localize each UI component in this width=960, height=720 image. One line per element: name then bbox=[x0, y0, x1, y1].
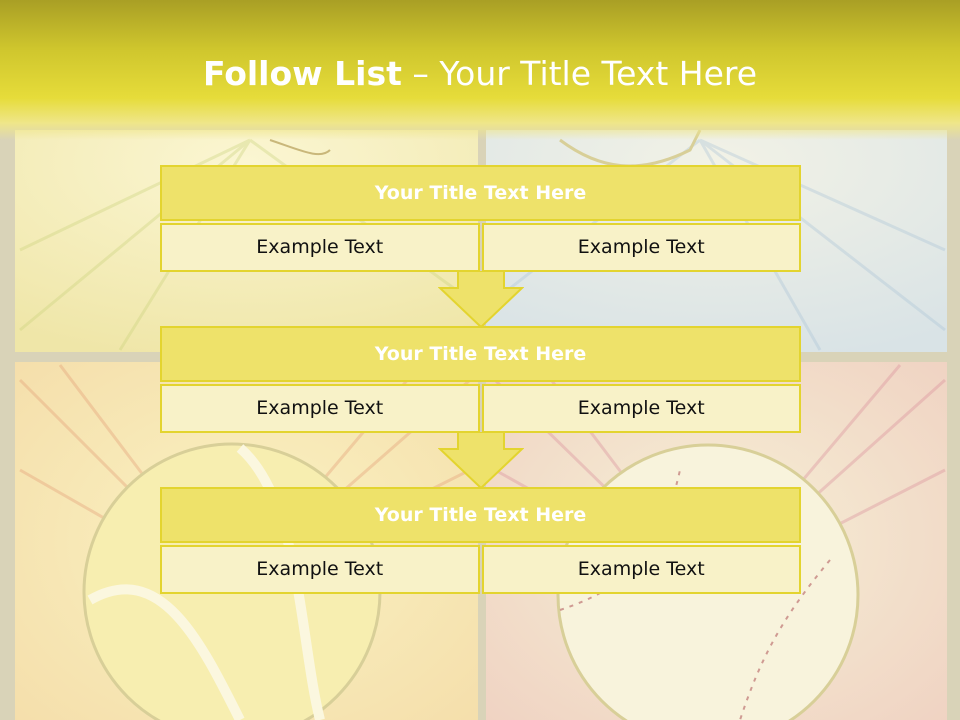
block-title: Your Title Text Here bbox=[160, 326, 801, 382]
block-row: Example Text Example Text bbox=[160, 223, 801, 272]
down-arrow-icon bbox=[438, 271, 524, 329]
block-cell-left: Example Text bbox=[160, 384, 480, 433]
block-cell-left: Example Text bbox=[160, 223, 480, 272]
block-row: Example Text Example Text bbox=[160, 545, 801, 594]
follow-block-2: Your Title Text Here Example Text Exampl… bbox=[160, 326, 801, 433]
block-cell-right: Example Text bbox=[481, 223, 801, 272]
follow-block-1: Your Title Text Here Example Text Exampl… bbox=[160, 165, 801, 272]
down-arrow-icon bbox=[438, 432, 524, 490]
block-cell-left: Example Text bbox=[160, 545, 480, 594]
title-bold: Follow List bbox=[202, 54, 402, 93]
block-title: Your Title Text Here bbox=[160, 165, 801, 221]
block-cell-right: Example Text bbox=[481, 545, 801, 594]
follow-block-3: Your Title Text Here Example Text Exampl… bbox=[160, 487, 801, 594]
block-cell-right: Example Text bbox=[481, 384, 801, 433]
header-band bbox=[0, 0, 960, 140]
block-title: Your Title Text Here bbox=[160, 487, 801, 543]
title-rest: – Your Title Text Here bbox=[401, 54, 758, 93]
block-row: Example Text Example Text bbox=[160, 384, 801, 433]
slide-title: Follow List – Your Title Text Here bbox=[0, 54, 960, 93]
